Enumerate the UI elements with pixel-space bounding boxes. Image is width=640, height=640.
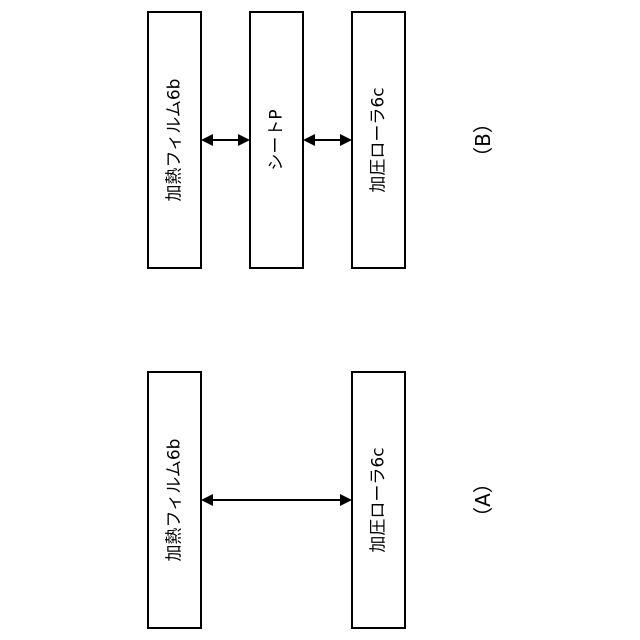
panel-a-film-roller-arrow [201,494,352,506]
panel-b-film-sheet-arrow [201,134,250,146]
panel-b: 加熱フィルム6b シートP 加圧ローラ6c （B） [148,12,495,268]
panel-b-sheet-label: シートP [267,109,287,170]
panel-a: 加熱フィルム6b 加圧ローラ6c （A） [148,372,495,628]
panel-a-pressure-roller-label: 加圧ローラ6c [369,447,389,552]
panel-b-pressure-roller-label: 加圧ローラ6c [369,87,389,192]
panel-b-caption: （B） [471,113,495,167]
panel-a-caption: （A） [471,473,495,527]
panel-b-sheet-roller-arrow [303,134,352,146]
panel-a-heating-film-label: 加熱フィルム6b [165,439,185,562]
panel-b-heating-film-label: 加熱フィルム6b [165,79,185,202]
